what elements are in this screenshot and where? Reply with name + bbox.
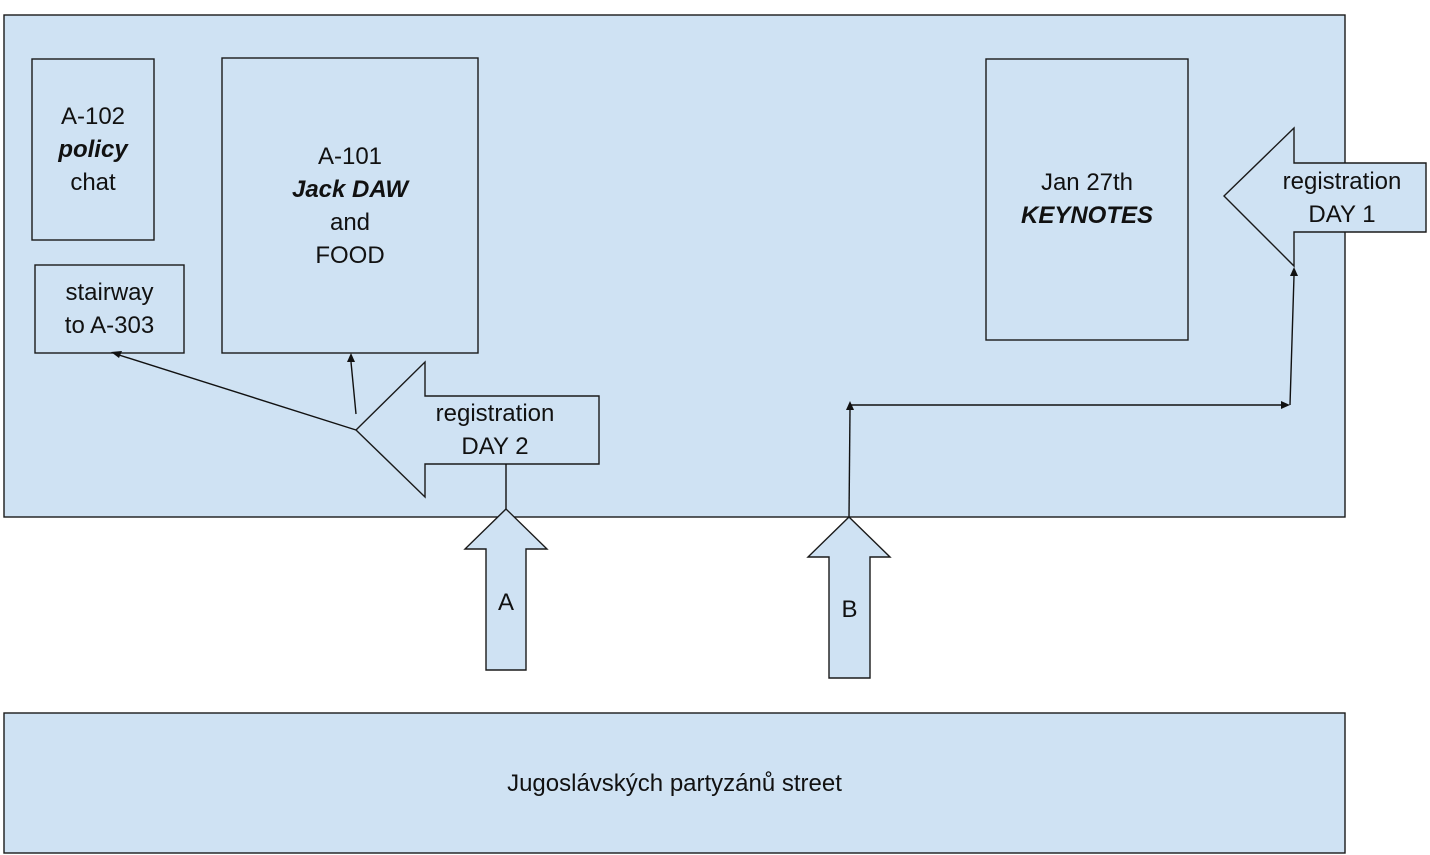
registration-day2-line1: registration — [435, 400, 555, 427]
room-a101-box — [221, 57, 479, 354]
room-a101-topic: Jack DAW — [291, 176, 409, 203]
path-to-stairway-arrowhead — [111, 351, 122, 358]
path-to-a101-arrowhead — [347, 353, 355, 362]
path-to-stairway — [118, 354, 357, 431]
registration-day1-line1: registration — [1282, 167, 1402, 195]
registration-day2-arrow — [354, 360, 600, 499]
keynotes-title: KEYNOTES — [1020, 202, 1154, 229]
entrance-a-label: A — [486, 585, 526, 619]
room-a102-topic-cont: chat — [70, 169, 116, 196]
street-name: Jugoslávských partyzánů street — [507, 769, 842, 797]
registration-day2-label: registration DAY 2 — [414, 396, 576, 464]
room-a101-number: A-101 — [317, 143, 383, 170]
entrance-b-arrow — [806, 516, 892, 679]
room-a102-box — [31, 58, 155, 241]
path-b-to-day1 — [1289, 275, 1295, 406]
path-b-across-arrowhead — [1281, 401, 1290, 409]
registration-day1-label: registration DAY 1 — [1262, 163, 1422, 232]
entrance-a-letter: A — [497, 588, 514, 616]
registration-day2-line2: DAY 2 — [461, 433, 529, 460]
stairway-label: stairway to A-303 — [35, 265, 184, 353]
path-to-a101 — [350, 361, 357, 415]
room-a101-label: A-101 Jack DAW and FOOD — [222, 140, 478, 273]
street-box — [3, 712, 1346, 854]
entrance-b-label: B — [829, 592, 870, 626]
room-a102-topic: policy — [58, 136, 128, 163]
room-a102-number: A-102 — [60, 103, 126, 130]
keynotes-room-box — [985, 58, 1189, 341]
path-b-to-day1-arrowhead — [1290, 267, 1298, 276]
stairway-box — [34, 264, 185, 354]
room-a101-food: FOOD — [315, 242, 385, 269]
street-label: Jugoslávských partyzánů street — [4, 713, 1345, 853]
room-a101-and: and — [329, 209, 371, 236]
registration-day1-arrow — [1223, 126, 1427, 268]
path-b-up — [848, 409, 851, 518]
entrance-b-letter: B — [841, 595, 858, 623]
stairway-line1: stairway — [65, 279, 154, 306]
room-a102-label: A-102 policy chat — [32, 59, 154, 240]
keynotes-date: Jan 27th — [1040, 169, 1134, 196]
keynotes-label: Jan 27th KEYNOTES — [986, 166, 1188, 234]
entrance-a-arrow — [463, 508, 549, 671]
registration-day1-line2: DAY 1 — [1308, 200, 1376, 228]
stairway-line2: to A-303 — [64, 312, 155, 339]
